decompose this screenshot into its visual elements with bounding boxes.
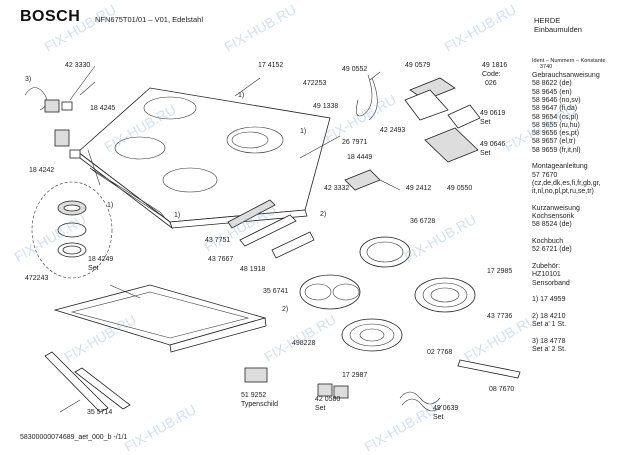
small-parts [317, 359, 521, 412]
part-label: 43 7751 [205, 237, 231, 244]
right-panel-line: 1) 17 4959 [532, 296, 566, 304]
part-label: 18 4245 [90, 105, 116, 112]
right-panel-line: 58 9645 (en) [532, 88, 572, 96]
part-label: 2) [282, 306, 289, 313]
right-panel-line: 3) 18 4778 [532, 337, 566, 345]
part-label: 42 3332 [324, 185, 350, 192]
part-label: 472243 [25, 275, 49, 282]
brand-logo: BOSCH [20, 8, 81, 25]
right-panel-line: Sensorband [532, 279, 570, 287]
part-label: 49 2412 [406, 185, 432, 192]
part-label: 49 0579 [405, 62, 431, 69]
right-panel-line: 2) 18 4210 [532, 312, 566, 320]
part-label: 49 0550 [447, 185, 473, 192]
right-panel-line: Gebrauchsanweisung [532, 72, 600, 79]
part-label: Set [88, 265, 99, 272]
part-label: 17 4152 [258, 62, 284, 69]
type-plate [244, 367, 268, 383]
part-label: 1) [300, 128, 307, 135]
part-label: 42 2493 [380, 127, 406, 134]
right-panel-line: 52 6721 (de) [532, 246, 572, 254]
connector-left [24, 87, 81, 159]
right-panel-line: HZ10101 [532, 271, 561, 279]
cable-harness [356, 74, 378, 121]
part-label: 026 [485, 80, 497, 87]
part-label: 48 1918 [240, 266, 266, 273]
part-label: 02 7768 [427, 349, 453, 356]
right-panel-line: Kurzanweisung [532, 204, 580, 212]
right-panel-line: 58 9656 (es,pt) [532, 130, 580, 138]
leader-lines [59, 65, 401, 413]
part-label: 49 1338 [313, 103, 339, 110]
part-label: Code: [482, 71, 501, 78]
part-label: 472253 [303, 80, 327, 87]
cooktop-glass [77, 87, 331, 230]
right-panel-line: Kochsensorik [532, 213, 575, 221]
part-label: 35 6741 [263, 288, 289, 295]
ident-label: Ident – Nummern – Konstante [532, 58, 606, 64]
part-label: 42 0580 [315, 396, 341, 403]
right-panel-line: 58 9655 (ru,hu) [532, 121, 580, 129]
part-label: 35 5714 [87, 409, 113, 416]
part-label: 1) [174, 212, 181, 219]
right-panel-line: 58 9654 (cs,pl) [532, 113, 579, 121]
right-panel-line: 58 8622 (de) [532, 80, 572, 88]
right-panel-line: Montageanleitung [532, 163, 588, 171]
right-panel-line: Set a' 1 St. [532, 321, 567, 328]
frame [87, 149, 166, 219]
part-label: 49 0619 [480, 110, 506, 117]
part-label: Typenschild [241, 401, 278, 408]
gasket-set [31, 181, 113, 279]
control-strips [227, 199, 315, 259]
right-panel-line: 58 9647 (fi,da) [532, 105, 578, 113]
part-label: 08 7670 [489, 386, 515, 393]
part-label: 498228 [292, 340, 316, 347]
right-panel-line: 58 8524 (de) [532, 221, 572, 229]
part-label: Set [315, 405, 326, 412]
part-label: 18 4249 [88, 256, 114, 263]
part-label: 43 7736 [487, 313, 513, 320]
right-panel-line: it,nl,no,pl,pt,ru,se,tr) [532, 188, 594, 196]
part-label: Set [480, 150, 491, 157]
sensor-plate [344, 169, 381, 191]
part-label: 17 2987 [342, 372, 368, 379]
part-label: 49 0552 [342, 66, 368, 73]
part-label: 26 7971 [342, 139, 368, 146]
heating-elements [299, 236, 476, 352]
part-label: 43 7667 [208, 256, 234, 263]
bottom-tray [53, 284, 267, 353]
right-panel-line: Kochbuch [532, 238, 564, 245]
part-label: 2) [320, 211, 327, 218]
footer-code: 58300000074689_aet_000_b -/1/1 [20, 434, 128, 441]
part-label: Set [433, 414, 444, 421]
category-label: HERDE [534, 16, 561, 25]
right-panel-line: Zubehör: [532, 262, 561, 270]
right-panel-line: 58 9659 (fr,it,nl) [532, 146, 581, 154]
part-label: 49 0646 [480, 141, 506, 148]
part-label: 1) [238, 92, 245, 99]
right-panel-line: 58 9657 (el,tr) [532, 138, 576, 146]
part-label: Set [480, 119, 491, 126]
right-panel-line: 57 7670 [532, 171, 558, 179]
part-label: 1) [107, 202, 114, 209]
electronic-module [404, 77, 481, 163]
part-label: 18 4242 [29, 167, 55, 174]
subcategory-label: Einbaumulden [534, 25, 582, 34]
part-label: 42 3330 [65, 62, 91, 69]
part-label: 51 9252 [241, 392, 267, 399]
ident-value: 3740 [540, 64, 553, 70]
right-panel-line: Set a' 2 St. [532, 345, 567, 353]
right-panel-line: (cz,de,dk,es,fi,fr,gb,gr, [532, 179, 601, 187]
part-label: 17 2985 [487, 268, 513, 275]
model-title: NFN675T01/01 – V01, Edelstahl [95, 15, 203, 24]
mounting-rails [44, 351, 131, 413]
part-label: 49 1816 [482, 62, 508, 69]
part-label: 18 4449 [347, 154, 373, 161]
part-label: 36 6728 [410, 218, 436, 225]
right-panel-line: 58 9646 (no,sv) [532, 96, 581, 104]
part-label: 3) [25, 76, 32, 83]
part-label: 49 0639 [433, 405, 459, 412]
